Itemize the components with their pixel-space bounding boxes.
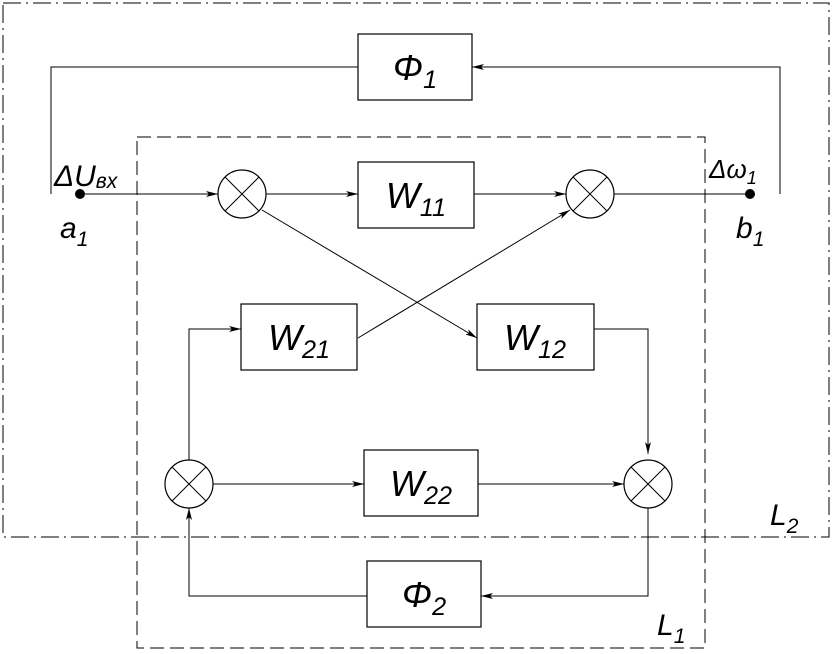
- block-w22: W22: [363, 449, 479, 517]
- outer-loop-frame-l2: [2, 2, 830, 538]
- frame-l2-label: L2: [770, 499, 799, 538]
- frame-l1-label: L1: [657, 609, 685, 648]
- svg-text:Φ1: Φ1: [393, 47, 437, 94]
- block-phi1: Φ1: [357, 33, 473, 101]
- summing-junction-2: [565, 169, 615, 219]
- svg-text:W11: W11: [386, 175, 446, 222]
- output-signal-label: Δω1: [708, 154, 757, 188]
- input-terminal-dot: [75, 189, 85, 199]
- summing-junction-4: [623, 459, 673, 509]
- svg-text:W12: W12: [504, 317, 566, 364]
- inner-loop-frame-l1: [136, 136, 706, 649]
- output-terminal-dot: [745, 189, 755, 199]
- block-w11: W11: [357, 161, 475, 229]
- svg-text:W22: W22: [390, 463, 452, 510]
- block-w21: W21: [240, 303, 358, 371]
- block-w12: W12: [476, 303, 595, 371]
- summing-junction-3: [164, 459, 214, 509]
- input-node-label: a1: [60, 212, 88, 251]
- block-phi2: Φ2: [366, 560, 482, 628]
- svg-text:Φ2: Φ2: [402, 574, 446, 621]
- input-signal-label: ΔUвх: [53, 160, 119, 193]
- svg-text:W21: W21: [268, 317, 330, 364]
- output-node-label: b1: [736, 212, 764, 251]
- summing-junction-1: [217, 169, 267, 219]
- signal-wires: [50, 64, 781, 599]
